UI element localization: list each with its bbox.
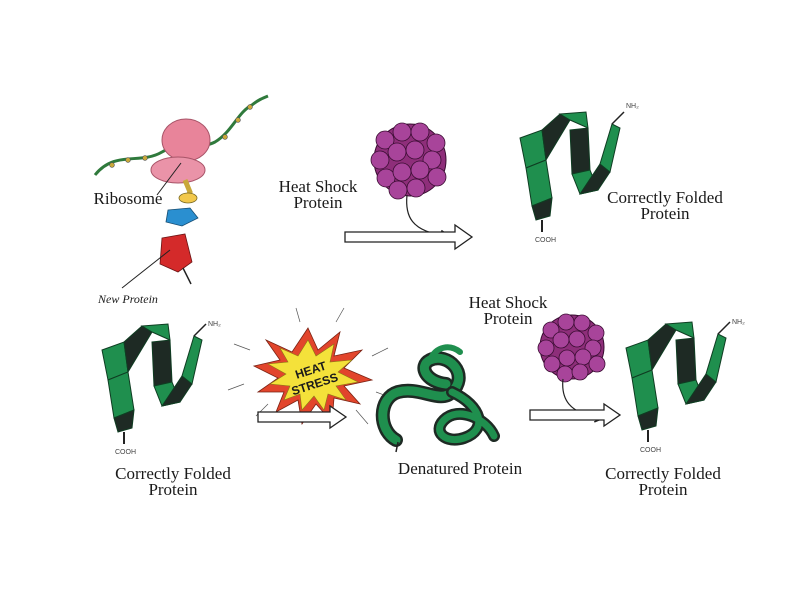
label-hsp-bottom-line-2: Protein xyxy=(483,309,533,328)
label-correct-left: Correctly Folded Protein xyxy=(88,464,258,499)
folded-protein-bottom-right xyxy=(625,321,731,442)
terminal-nh2-bottom-right: NH₂ xyxy=(732,319,745,326)
hsp-bottom-illustration xyxy=(537,313,606,423)
hsp-top-illustration xyxy=(370,122,451,241)
terminal-cooh-top: COOH xyxy=(535,237,556,244)
heat-stress-burst: HEAT STRESS xyxy=(227,307,393,426)
label-hsp-top-line-1: Heat Shock xyxy=(278,177,358,196)
label-ribosome: Ribosome xyxy=(93,189,163,208)
label-new-protein: New Protein xyxy=(98,292,158,306)
arrow-bottom-left xyxy=(257,404,348,430)
nascent-tail xyxy=(182,267,192,285)
label-correct-bottom-right-line-2: Protein xyxy=(638,480,688,499)
mrna-beads xyxy=(109,104,253,168)
mrna-strand xyxy=(93,94,269,176)
terminal-nh2-top: NH₂ xyxy=(626,103,639,110)
ribosome-illustration xyxy=(93,94,269,289)
ribosome-large-subunit xyxy=(161,118,211,162)
label-correct-bottom-right-line-1: Correctly Folded xyxy=(605,464,721,483)
ribosome-small-subunit xyxy=(150,156,206,184)
label-hsp-top: Heat Shock Protein xyxy=(258,177,378,212)
label-correct-left-line-2: Protein xyxy=(148,480,198,499)
ribosome-pointer xyxy=(156,162,182,196)
new-protein-pointer xyxy=(121,249,171,289)
folded-protein-left xyxy=(101,323,207,444)
label-hsp-bottom-line-1: Heat Shock xyxy=(468,293,548,312)
label-correct-top-line-1: Correctly Folded xyxy=(607,188,723,207)
terminal-cooh-left: COOH xyxy=(115,449,136,456)
label-denatured: Denatured Protein xyxy=(397,459,523,478)
denatured-protein xyxy=(375,344,500,453)
terminal-cooh-bottom-right: COOH xyxy=(640,447,661,454)
nascent-segment-blue xyxy=(165,207,199,227)
label-hsp-bottom: Heat Shock Protein xyxy=(448,293,568,328)
nascent-segment-red xyxy=(159,233,193,273)
hsp-top-connector xyxy=(406,194,451,241)
terminal-nh2-left: NH₂ xyxy=(208,321,221,328)
label-correct-top: Correctly Folded Protein xyxy=(580,188,750,223)
label-correct-left-line-1: Correctly Folded xyxy=(115,464,231,483)
label-correct-bottom-right: Correctly Folded Protein xyxy=(578,464,748,499)
label-hsp-top-line-2: Protein xyxy=(293,193,343,212)
arrow-top xyxy=(344,223,474,251)
nascent-segment-yellow xyxy=(178,192,198,204)
arrow-bottom-right xyxy=(529,402,622,428)
label-correct-top-line-2: Protein xyxy=(640,204,690,223)
folded-protein-top xyxy=(519,111,625,232)
